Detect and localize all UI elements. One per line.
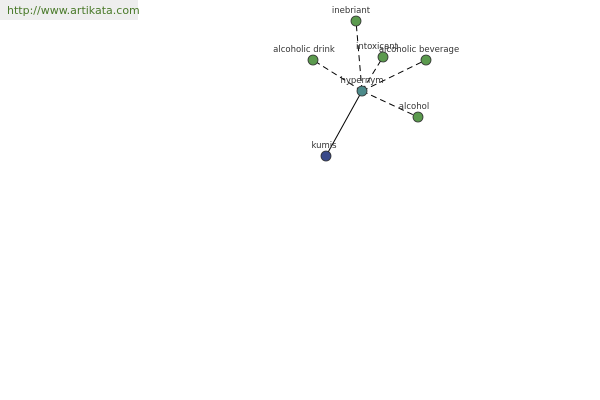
- node-kumis[interactable]: kumis: [311, 141, 337, 162]
- node-alcohol-label: alcohol: [399, 102, 429, 112]
- node-alcoholic-beverage-label: alcoholic beverage: [379, 45, 459, 55]
- node-intoxicant-label: intoxicant: [356, 42, 399, 52]
- node-alcoholic-beverage[interactable]: alcoholic beverage: [379, 45, 459, 66]
- edge-alcohol: [361, 90, 419, 118]
- node-hypernym[interactable]: hypernym: [340, 76, 384, 97]
- node-inebriant[interactable]: inebriant: [332, 6, 371, 27]
- node-hypernym-label: hypernym: [340, 76, 383, 86]
- edge-intoxicant: [361, 56, 384, 92]
- edge-kumis: [325, 90, 363, 157]
- node-alcoholic-drink-dot[interactable]: [307, 54, 319, 66]
- node-alcoholic-drink-label: alcoholic drink: [273, 45, 335, 55]
- node-alcoholic-drink[interactable]: alcoholic drink: [273, 45, 335, 66]
- node-kumis-dot[interactable]: [320, 150, 332, 162]
- node-inebriant-label: inebriant: [332, 6, 371, 16]
- node-kumis-label: kumis: [311, 141, 337, 151]
- edges: [312, 20, 427, 157]
- node-alcoholic-beverage-dot[interactable]: [420, 54, 432, 66]
- node-intoxicant[interactable]: intoxicant: [356, 42, 399, 63]
- edge-inebriant: [355, 20, 363, 92]
- node-alcohol-dot[interactable]: [412, 111, 424, 123]
- node-intoxicant-dot[interactable]: [377, 51, 389, 63]
- node-hypernym-dot[interactable]: [356, 85, 368, 97]
- url-link[interactable]: http://www.artikata.com: [7, 3, 140, 17]
- node-alcohol[interactable]: alcohol: [399, 102, 429, 123]
- url-banner: http://www.artikata.com: [0, 0, 140, 20]
- node-inebriant-dot[interactable]: [350, 15, 362, 27]
- edge-alcoholic-beverage: [361, 59, 427, 92]
